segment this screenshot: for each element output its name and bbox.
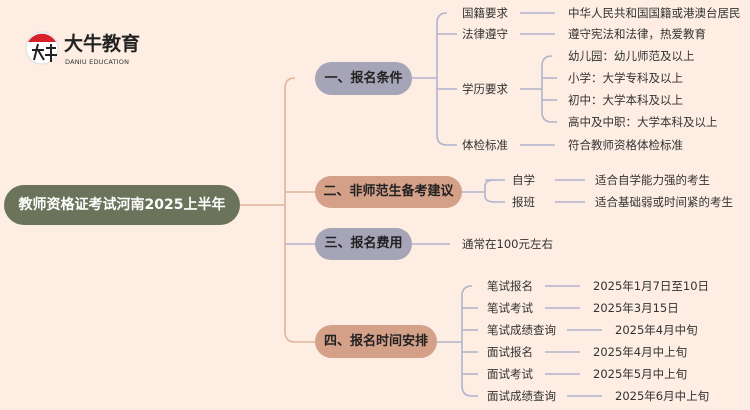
leaf-label: 笔试报名	[487, 279, 533, 293]
leaf-value: 2025年5月中上旬	[593, 367, 688, 381]
leaf-value: 2025年4月中旬	[615, 323, 698, 337]
logo-icon	[25, 31, 59, 65]
leaf-value: 遵守宪法和法律，热爱教育	[568, 27, 706, 41]
leaf-label: 国籍要求	[462, 6, 508, 20]
leaf-value: 初中：大学本科及以上	[568, 93, 683, 107]
leaf-value: 高中及中职：大学本科及以上	[568, 115, 718, 129]
brand-name: 大牛教育	[64, 33, 141, 55]
leaf-value: 幼儿园：幼儿师范及以上	[568, 49, 695, 63]
brand-subtitle: DANIU EDUCATION	[65, 58, 130, 66]
leaf-value: 通常在100元左右	[462, 237, 553, 251]
leaf-label: 报班	[512, 195, 535, 209]
branch-schedule[interactable]: 四、报名时间安排	[315, 325, 437, 358]
leaf-label: 面试报名	[487, 345, 533, 359]
leaf-label: 面试考试	[487, 367, 533, 381]
leaf-label: 笔试成绩查询	[487, 323, 556, 337]
leaf-value: 2025年3月15日	[593, 301, 679, 315]
root-node[interactable]: 教师资格证考试河南2025上半年	[4, 185, 240, 225]
leaf-value: 2025年4月中上旬	[593, 345, 688, 359]
leaf-label: 自学	[512, 173, 535, 187]
branch-registration-conditions[interactable]: 一、报名条件	[315, 62, 412, 95]
leaf-value: 2025年1月7日至10日	[593, 279, 710, 293]
branch-fees[interactable]: 三、报名费用	[315, 228, 412, 260]
branch-non-normal-advice[interactable]: 二、非师范生备考建议	[315, 176, 462, 208]
leaf-value: 中华人民共和国国籍或港澳台居民	[568, 6, 741, 20]
leaf-value: 小学：大学专科及以上	[568, 71, 683, 85]
leaf-label: 学历要求	[462, 82, 508, 96]
leaf-value: 适合基础弱或时间紧的考生	[595, 195, 733, 209]
leaf-label: 笔试考试	[487, 301, 533, 315]
leaf-value: 2025年6月中上旬	[615, 389, 710, 403]
leaf-value: 适合自学能力强的考生	[595, 173, 710, 187]
leaf-label: 面试成绩查询	[487, 389, 556, 403]
leaf-value: 符合教师资格体检标准	[568, 138, 683, 152]
leaf-label: 体检标准	[462, 138, 508, 152]
leaf-label: 法律遵守	[462, 27, 508, 41]
